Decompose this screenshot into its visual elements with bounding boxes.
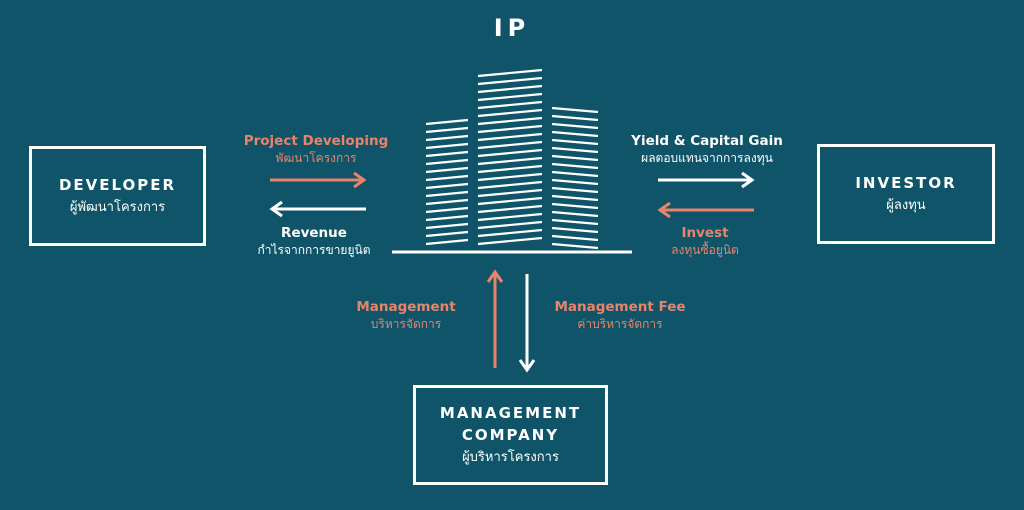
building-floor-line bbox=[477, 100, 543, 110]
building-floor-line bbox=[551, 178, 599, 186]
flow-revenue-label-th: กำไรจากการขายยูนิต bbox=[257, 243, 371, 257]
building-floor-line bbox=[551, 218, 599, 226]
building-floor-line bbox=[477, 140, 543, 150]
building-floor-line bbox=[425, 190, 469, 198]
flow-yield: Yield & Capital Gain ผลตอบแทนจากการลงทุน bbox=[622, 132, 792, 166]
building-floor-line bbox=[425, 238, 469, 246]
building-left-icon bbox=[425, 118, 469, 246]
developer-label-th: ผู้พัฒนาโครงการ bbox=[69, 200, 166, 215]
flow-invest-label-th: ลงทุนซื้อยูนิต bbox=[671, 243, 739, 257]
building-floor-line bbox=[551, 130, 599, 138]
building-right-icon bbox=[551, 106, 599, 250]
investor-box: INVESTOR ผู้ลงทุน bbox=[817, 144, 995, 244]
flow-project-developing-label-th: พัฒนาโครงการ bbox=[275, 151, 357, 165]
building-floor-line bbox=[477, 124, 543, 134]
building-floor-line bbox=[425, 222, 469, 230]
building-floor-line bbox=[477, 84, 543, 94]
developer-box: DEVELOPER ผู้พัฒนาโครงการ bbox=[29, 146, 206, 246]
diagram-title: IP bbox=[493, 14, 531, 42]
building-floor-line bbox=[477, 76, 543, 86]
flow-project-developing: Project Developing พัฒนาโครงการ bbox=[236, 132, 396, 166]
building-floor-line bbox=[477, 132, 543, 142]
building-floor-line bbox=[425, 126, 469, 134]
building-floor-line bbox=[551, 226, 599, 234]
flow-management-label-th: บริหารจัดการ bbox=[370, 317, 442, 331]
building-floor-line bbox=[425, 134, 469, 142]
management-company-label-th: ผู้บริหารโครงการ bbox=[462, 450, 559, 465]
building-floor-line bbox=[551, 194, 599, 202]
building-floor-line bbox=[551, 162, 599, 170]
building-floor-line bbox=[551, 154, 599, 162]
management-company-box: MANAGEMENT COMPANY ผู้บริหารโครงการ bbox=[413, 385, 608, 485]
arrow-down-management-fee bbox=[518, 274, 536, 373]
arrow-left-revenue bbox=[269, 200, 366, 218]
flow-management: Management บริหารจัดการ bbox=[348, 298, 464, 332]
building-floor-line bbox=[551, 106, 599, 114]
building-floor-line bbox=[425, 174, 469, 182]
building-floor-line bbox=[425, 182, 469, 190]
building-floor-line bbox=[551, 114, 599, 122]
building-floor-line bbox=[477, 204, 543, 214]
arrow-left-invest bbox=[657, 201, 754, 219]
building-floor-line bbox=[551, 138, 599, 146]
building-floor-line bbox=[425, 166, 469, 174]
building-floor-line bbox=[477, 156, 543, 166]
flow-project-developing-label: Project Developing bbox=[243, 133, 389, 149]
building-floor-line bbox=[477, 212, 543, 222]
flow-management-fee-label-th: ค่าบริหารจัดการ bbox=[577, 317, 663, 331]
building-floor-line bbox=[551, 202, 599, 210]
building-floor-line bbox=[425, 214, 469, 222]
building-floor-line bbox=[477, 236, 543, 246]
management-company-label-line1: MANAGEMENT bbox=[439, 404, 582, 422]
building-floor-line bbox=[551, 170, 599, 178]
investor-label: INVESTOR bbox=[855, 174, 957, 192]
building-floor-line bbox=[425, 198, 469, 206]
arrow-right-project-developing bbox=[270, 171, 367, 189]
building-floor-line bbox=[425, 230, 469, 238]
building-floor-line bbox=[477, 180, 543, 190]
developer-label: DEVELOPER bbox=[58, 176, 177, 194]
building-floor-line bbox=[551, 146, 599, 154]
arrow-up-management bbox=[486, 269, 504, 368]
flow-revenue: Revenue กำไรจากการขายยูนิต bbox=[248, 224, 380, 258]
building-floor-line bbox=[551, 210, 599, 218]
building-floor-line bbox=[477, 172, 543, 182]
building-floor-line bbox=[477, 228, 543, 238]
building-center-icon bbox=[477, 68, 543, 246]
flow-invest: Invest ลงทุนซื้อยูนิต bbox=[650, 224, 760, 258]
building-floor-line bbox=[425, 118, 469, 126]
building-floor-line bbox=[551, 234, 599, 242]
flow-yield-label-th: ผลตอบแทนจากการลงทุน bbox=[641, 151, 773, 165]
building-floor-line bbox=[425, 206, 469, 214]
arrow-right-yield bbox=[658, 171, 755, 189]
building-floor-line bbox=[551, 242, 599, 250]
building-floor-line bbox=[425, 150, 469, 158]
building-floor-line bbox=[477, 196, 543, 206]
flow-invest-label: Invest bbox=[681, 225, 729, 241]
building-floor-line bbox=[425, 142, 469, 150]
management-company-label-line2: COMPANY bbox=[461, 426, 560, 444]
building-floor-line bbox=[477, 92, 543, 102]
building-floor-line bbox=[477, 220, 543, 230]
building-floor-line bbox=[477, 116, 543, 126]
flow-management-fee: Management Fee ค่าบริหารจัดการ bbox=[550, 298, 690, 332]
flow-revenue-label: Revenue bbox=[281, 225, 347, 241]
flow-management-fee-label: Management Fee bbox=[554, 299, 686, 315]
flow-yield-label: Yield & Capital Gain bbox=[631, 133, 783, 149]
investor-label-th: ผู้ลงทุน bbox=[886, 198, 926, 213]
building-floor-line bbox=[477, 164, 543, 174]
building-floor-line bbox=[425, 158, 469, 166]
building-floor-line bbox=[551, 122, 599, 130]
building-floor-line bbox=[477, 148, 543, 158]
building-floor-line bbox=[551, 186, 599, 194]
building-floor-line bbox=[477, 68, 543, 78]
building-floor-line bbox=[477, 108, 543, 118]
flow-management-label: Management bbox=[356, 299, 456, 315]
building-floor-line bbox=[477, 188, 543, 198]
